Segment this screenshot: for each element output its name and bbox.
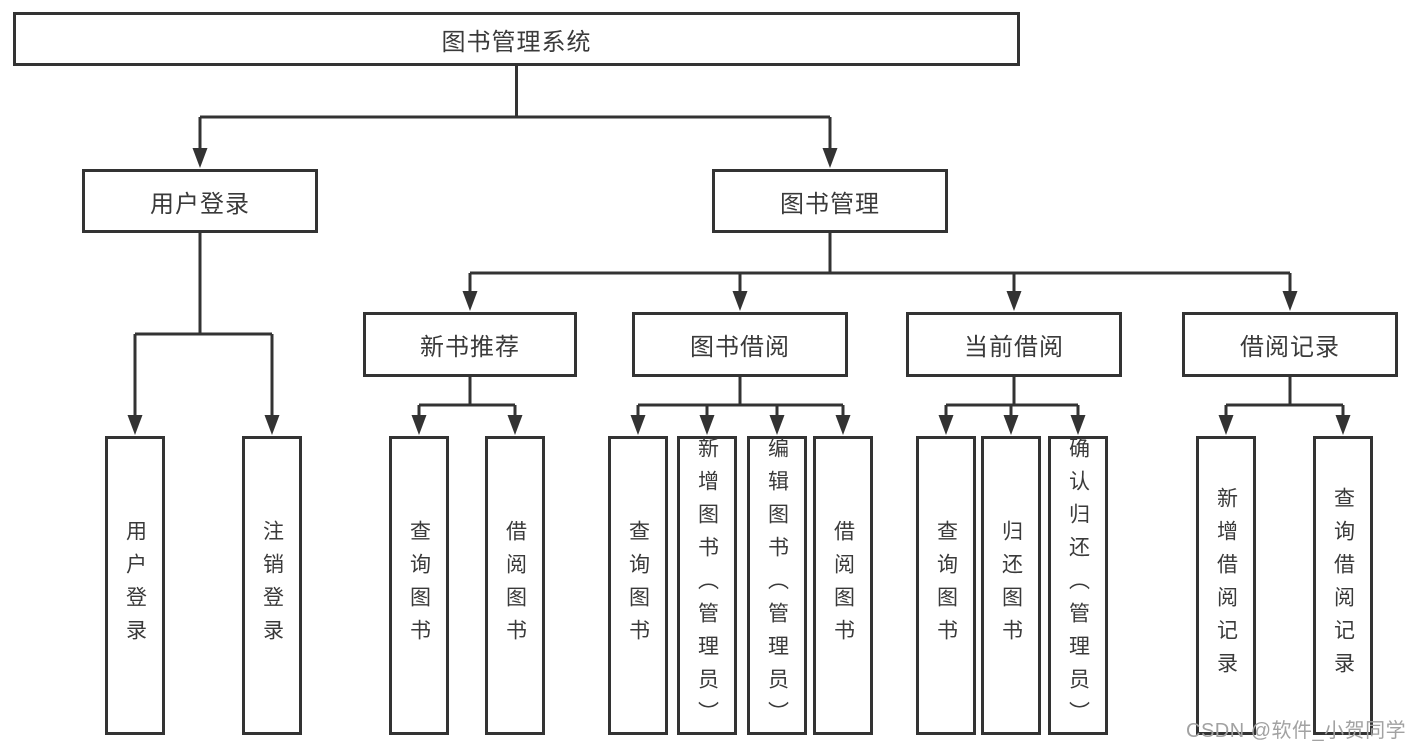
connector-borrow-records-children: [1218, 377, 1351, 435]
leaf-label: 查询图书: [934, 519, 958, 652]
connector-current-borrow-children: [938, 377, 1086, 435]
leaf-label: 用户登录: [123, 519, 147, 652]
leaf-logout: 注销登录: [242, 436, 302, 735]
watermark: CSDN @软件_小贺同学: [1186, 720, 1405, 742]
node-label: 图书管理: [780, 190, 880, 218]
leaf-label: 查询图书: [626, 519, 650, 652]
leaf-label: 查询图书: [407, 519, 431, 652]
leaf-add-borrow-record: 新增借阅记录: [1196, 436, 1256, 735]
node-new-book-recommend: 新书推荐: [363, 312, 577, 377]
node-label: 借阅记录: [1240, 334, 1340, 361]
node-label: 当前借阅: [964, 334, 1064, 361]
leaf-return-books: 归还图书: [981, 436, 1041, 735]
node-label: 图书借阅: [690, 334, 790, 361]
leaf-borrow-books-2: 借阅图书: [813, 436, 873, 735]
node-current-borrow: 当前借阅: [906, 312, 1122, 377]
leaf-label: 新增借阅记录: [1214, 486, 1238, 685]
leaf-user-login: 用户登录: [105, 436, 165, 735]
node-label: 用户登录: [150, 190, 250, 218]
connector-book-mgmt-children: [462, 233, 1298, 311]
leaf-query-books-1: 查询图书: [389, 436, 449, 735]
node-book-borrow: 图书借阅: [632, 312, 848, 377]
connector-root-to-level2: [192, 66, 838, 168]
leaf-label: 借阅图书: [503, 519, 527, 652]
connector-new-books-children: [411, 377, 523, 435]
leaf-label: 新增图书（管理员）: [695, 437, 719, 734]
leaf-borrow-books-1: 借阅图书: [485, 436, 545, 735]
connector-user-login-children: [127, 233, 280, 435]
node-book-management: 图书管理: [712, 169, 948, 233]
leaf-label: 编辑图书（管理员）: [765, 437, 789, 734]
leaf-add-books-admin: 新增图书（管理员）: [677, 436, 737, 735]
leaf-label: 查询借阅记录: [1331, 486, 1355, 685]
connector-book-borrow-children: [630, 377, 851, 435]
node-borrow-records: 借阅记录: [1182, 312, 1398, 377]
node-user-login: 用户登录: [82, 169, 318, 233]
leaf-label: 借阅图书: [831, 519, 855, 652]
leaf-confirm-return-admin: 确认归还（管理员）: [1048, 436, 1108, 735]
leaf-edit-books-admin: 编辑图书（管理员）: [747, 436, 807, 735]
node-label: 图书管理系统: [441, 28, 592, 56]
leaf-query-borrow-record: 查询借阅记录: [1313, 436, 1373, 735]
leaf-label: 归还图书: [999, 519, 1023, 652]
leaf-label: 确认归还（管理员）: [1066, 437, 1090, 734]
node-library-management-system: 图书管理系统: [13, 12, 1020, 66]
leaf-label: 注销登录: [260, 519, 284, 652]
leaf-query-books-2: 查询图书: [608, 436, 668, 735]
node-label: 新书推荐: [420, 334, 520, 361]
leaf-query-books-3: 查询图书: [916, 436, 976, 735]
